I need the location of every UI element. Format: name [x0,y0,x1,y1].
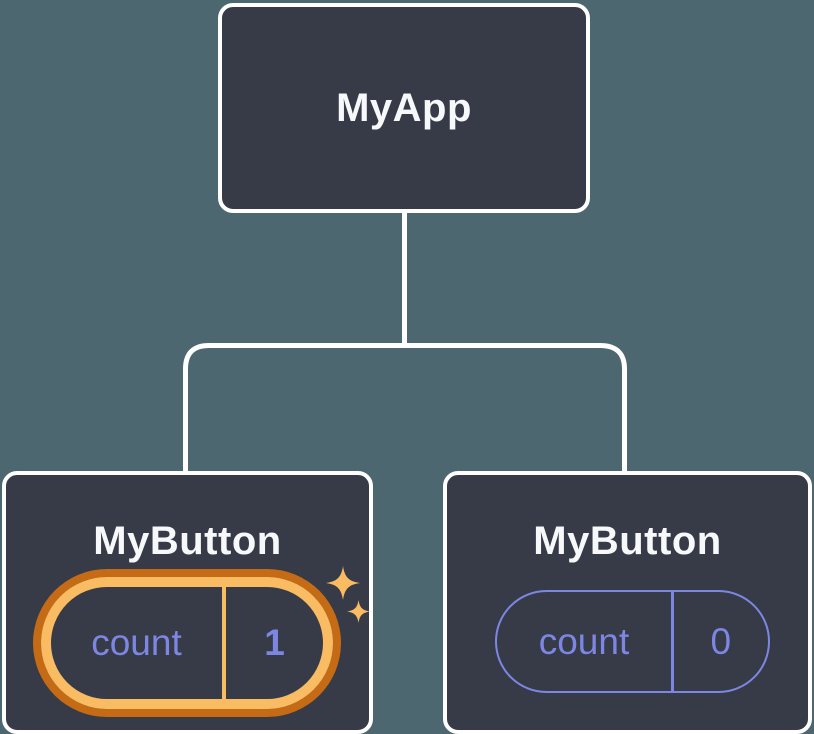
state-value: 0 [710,620,732,662]
state-pill-highlighted: count 1 [41,577,333,709]
sparkle-icon [326,566,360,600]
component-label-mybutton-right: MyButton [533,519,722,563]
state-name: count [538,620,630,662]
component-label-myapp: MyApp [336,85,472,130]
pill-divider [222,587,226,699]
component-label-mybutton-left: MyButton [93,519,282,563]
state-value: 1 [264,622,285,663]
component-node-mybutton-left: MyButton count 1 [2,471,373,734]
state-pill-plain: count 0 [495,590,770,693]
connector-elbow [183,343,627,472]
component-node-mybutton-right: MyButton count 0 [443,471,812,734]
sparkle-icon [347,600,370,623]
component-node-myapp: MyApp [218,3,590,213]
pill-divider [671,592,674,691]
state-name: count [91,622,182,663]
